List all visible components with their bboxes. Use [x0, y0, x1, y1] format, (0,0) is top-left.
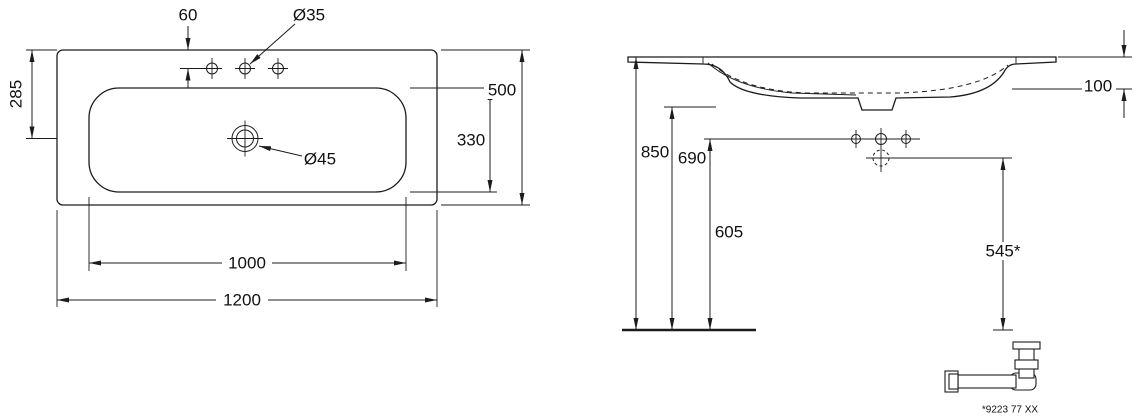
fixing-holes — [851, 128, 911, 172]
label-bg — [980, 242, 1026, 260]
dim-60-label: 60 — [179, 6, 198, 25]
trap-inlet-flange — [1012, 341, 1041, 350]
label-bg — [484, 81, 520, 99]
dim-690-label: 690 — [678, 149, 706, 168]
dim-605-label: 605 — [715, 223, 743, 242]
dim-850-label: 850 — [641, 143, 669, 162]
accessory-part-number: *9223 77 XX — [982, 405, 1038, 416]
dim-500 — [441, 49, 530, 206]
dim-545-label: 545* — [986, 242, 1021, 261]
label-bg — [453, 131, 489, 149]
bowl-front-edge — [707, 62, 857, 96]
trap-outlet-pipe — [957, 374, 1017, 389]
taphole-center — [235, 58, 255, 79]
washbasin-top-view: 60 Ø35 285 500 330 Ø45 1000 1200 — [7, 6, 530, 310]
basin-outer-rim — [56, 49, 438, 206]
dim-100 — [1012, 30, 1132, 118]
dim-285 — [26, 49, 57, 139]
trap-wall-flange-inner — [948, 373, 959, 390]
drain-hole — [227, 120, 263, 157]
dia45-leader — [258, 145, 303, 157]
dim-100-label: 100 — [1084, 77, 1112, 96]
label-bg — [1082, 77, 1116, 95]
dim-330 — [410, 87, 497, 193]
label-bg — [216, 291, 268, 309]
dia45-label: Ø45 — [304, 150, 336, 169]
washbasin-front-view: 850 690 605 545* 100 — [622, 30, 1132, 332]
taphole-left — [202, 58, 222, 79]
dim-500-label: 500 — [488, 81, 516, 100]
basin-front-profile — [627, 56, 1057, 111]
taphole-right — [268, 58, 288, 79]
dia35-label: Ø35 — [293, 6, 325, 25]
dim-1200-label: 1200 — [223, 291, 261, 310]
bowl-hidden-contour — [711, 63, 1009, 94]
dia35-leader — [249, 23, 296, 65]
dim-1000-label: 1000 — [228, 254, 266, 273]
label-bg — [222, 254, 272, 272]
dim-60 — [180, 26, 203, 88]
dim-285-label: 285 — [7, 80, 26, 108]
trap-accessory: *9223 77 XX — [944, 341, 1041, 416]
dim-330-label: 330 — [457, 131, 485, 150]
basin-inner-bowl — [88, 87, 407, 193]
trap-nut — [1014, 359, 1039, 370]
dim-690 — [664, 106, 716, 330]
dim-605 — [704, 138, 920, 330]
